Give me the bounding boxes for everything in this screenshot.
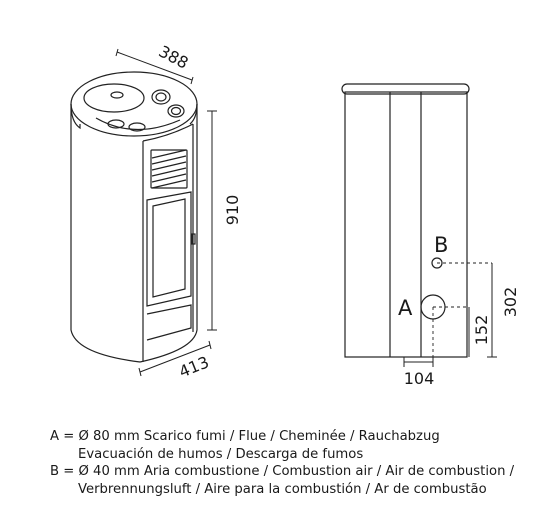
vent-grille xyxy=(150,149,188,189)
top-knob xyxy=(110,91,124,99)
legend-b-line1: B = Ø 40 mm Aria combustione / Combustio… xyxy=(50,464,515,479)
width-value: 413 xyxy=(176,352,211,381)
legend: A = Ø 80 mm Scarico fumi / Flue / Chemin… xyxy=(50,428,514,498)
width-dimension xyxy=(138,340,212,377)
rear-top-cap xyxy=(341,83,470,95)
depth-dimension xyxy=(115,48,194,85)
legend-a-line2: Evacuación de humos / Descarga de fumos xyxy=(78,446,364,462)
height-value: 910 xyxy=(223,195,242,226)
flue-collar-small xyxy=(167,104,185,118)
height-dimension xyxy=(207,110,217,331)
door-glass xyxy=(152,198,186,298)
rear-body xyxy=(344,91,468,358)
label-a: A xyxy=(398,296,413,320)
grate-slot-mid xyxy=(128,122,146,132)
label-b: B xyxy=(434,233,448,257)
stove-perspective-view xyxy=(70,71,198,363)
stove-body-right xyxy=(139,104,198,363)
bottom-panel xyxy=(146,304,192,341)
outlet-b xyxy=(431,257,443,269)
stove-door xyxy=(146,191,192,307)
top-plate xyxy=(83,83,145,113)
door-handle xyxy=(191,233,196,245)
legend-b-line2: Verbrennungsluft / Aire para la combusti… xyxy=(78,481,487,497)
front-panel xyxy=(142,124,194,362)
technical-drawing: 388 910 413 302 152 xyxy=(70,42,520,388)
stove-rear-view xyxy=(341,83,470,358)
outlet-a-height-value: 152 xyxy=(472,315,491,346)
outlet-b-height-value: 302 xyxy=(501,287,520,318)
rear-offset-value: 104 xyxy=(404,369,435,388)
rear-offset-dimension xyxy=(403,357,434,367)
outlet-b-height-dimension xyxy=(487,263,497,358)
stove-top-lid xyxy=(70,71,198,137)
stove-body-left xyxy=(70,104,141,363)
centre-lines xyxy=(403,262,492,362)
flue-collar-top xyxy=(151,89,171,105)
legend-a-line1: A = Ø 80 mm Scarico fumi / Flue / Chemin… xyxy=(50,429,440,444)
